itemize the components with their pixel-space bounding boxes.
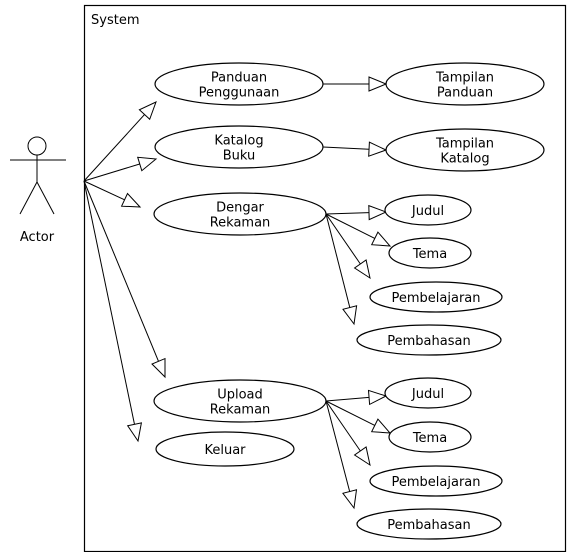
use-case-label: Rekaman	[210, 403, 271, 418]
rel-katalog-tampilan-arrowhead	[368, 141, 388, 157]
use-case-label: Tampilan	[435, 137, 494, 152]
use-case-label: Pembelajaran	[392, 475, 481, 490]
use-case-label: Rekaman	[210, 216, 271, 231]
use-case-label: Tampilan	[435, 71, 494, 86]
actor-label: Actor	[20, 230, 55, 245]
use-case-label: Katalog	[440, 152, 489, 167]
rel-dengar-tema-arrowhead	[370, 231, 392, 247]
assoc-dengar-line	[83, 180, 125, 201]
use-case-ellipse	[154, 62, 324, 106]
rel-dengar-judul-arrowhead	[368, 204, 388, 221]
use-case-label: Upload	[217, 388, 263, 403]
use-case-ellipse	[385, 62, 545, 106]
use-case-dengar-tema: Tema	[388, 237, 472, 269]
rel-dengar-judul-line	[325, 212, 370, 215]
use-case-label: Panduan	[437, 86, 493, 101]
connectors	[83, 76, 392, 510]
rel-dengar-pembelajaran-arrowhead	[353, 259, 371, 280]
use-case-label: Penggunaan	[199, 86, 280, 101]
rel-upload-pembahasan-arrowhead	[342, 489, 358, 510]
assoc-katalog-arrowhead	[137, 156, 158, 172]
use-case-ellipse	[155, 431, 295, 467]
rel-upload-tema-arrowhead	[370, 418, 392, 434]
use-case-label: Buku	[223, 149, 256, 164]
use-case-label: Pembelajaran	[392, 291, 481, 306]
use-case-ellipse	[153, 379, 327, 423]
use-case-label: Pembahasan	[387, 334, 470, 349]
rel-upload-judul-arrowhead	[367, 389, 388, 406]
actor-head	[27, 136, 47, 156]
assoc-katalog-line	[83, 163, 140, 182]
rel-upload-pembelajaran-arrowhead	[353, 446, 371, 467]
assoc-upload-arrowhead	[151, 357, 166, 379]
use-case-ellipse	[384, 377, 472, 409]
rel-upload-pembahasan-line	[325, 400, 351, 492]
use-case-upload-tema: Tema	[388, 421, 472, 453]
assoc-keluar-line	[83, 180, 135, 425]
use-case-dengar-judul: Judul	[384, 194, 472, 226]
use-case-ellipse	[388, 237, 472, 269]
rel-upload-tema-line	[325, 400, 376, 426]
use-case-ellipse	[388, 421, 472, 453]
actor-left-leg	[19, 181, 38, 215]
rel-upload-pembelajaran-line	[325, 400, 361, 452]
use-case-ellipse	[369, 465, 503, 497]
assoc-upload-line	[83, 180, 159, 362]
rel-upload-judul-line	[325, 396, 370, 402]
use-case-keluar: Keluar	[155, 431, 295, 467]
use-cases: PanduanPenggunaanTampilanPanduanKatalogB…	[153, 62, 545, 540]
use-case-dengar-pembelajaran: Pembelajaran	[369, 281, 503, 313]
use-case-upload-pembelajaran: Pembelajaran	[369, 465, 503, 497]
use-case-ellipse	[153, 192, 327, 236]
assoc-dengar-arrowhead	[120, 192, 142, 208]
rel-katalog-tampilan-line	[322, 146, 370, 150]
use-case-ellipse	[385, 128, 545, 172]
assoc-keluar-arrowhead	[126, 422, 143, 443]
rel-dengar-tema-line	[325, 213, 376, 239]
use-case-label: Keluar	[204, 443, 246, 458]
use-case-label: Tema	[412, 431, 447, 446]
rel-dengar-pembelajaran-line	[325, 213, 361, 265]
use-case-ellipse	[384, 194, 472, 226]
use-case-ellipse	[154, 125, 324, 169]
assoc-panduan-line	[83, 114, 145, 182]
use-case-label: Tema	[412, 247, 447, 262]
use-case-label: Judul	[411, 387, 444, 402]
use-case-label: Dengar	[216, 201, 264, 216]
system-label: System	[91, 13, 139, 28]
use-case-upload-judul: Judul	[384, 377, 472, 409]
assoc-panduan-arrowhead	[138, 101, 157, 121]
rel-panduan-tampilan-arrowhead	[368, 76, 388, 92]
rel-dengar-pembahasan-arrowhead	[342, 305, 358, 326]
use-case-ellipse	[356, 508, 502, 540]
use-case-ellipse	[356, 324, 502, 356]
use-case-label: Panduan	[211, 71, 267, 86]
rel-dengar-pembahasan-line	[325, 213, 351, 308]
use-case-label: Katalog	[214, 134, 263, 149]
actor-right-leg	[36, 181, 55, 215]
use-case-upload-pembahasan: Pembahasan	[356, 508, 502, 540]
use-case-ellipse	[369, 281, 503, 313]
actor: Actor	[10, 136, 66, 245]
use-case-dengar-pembahasan: Pembahasan	[356, 324, 502, 356]
use-case-label: Pembahasan	[387, 518, 470, 533]
use-case-label: Judul	[411, 204, 444, 219]
